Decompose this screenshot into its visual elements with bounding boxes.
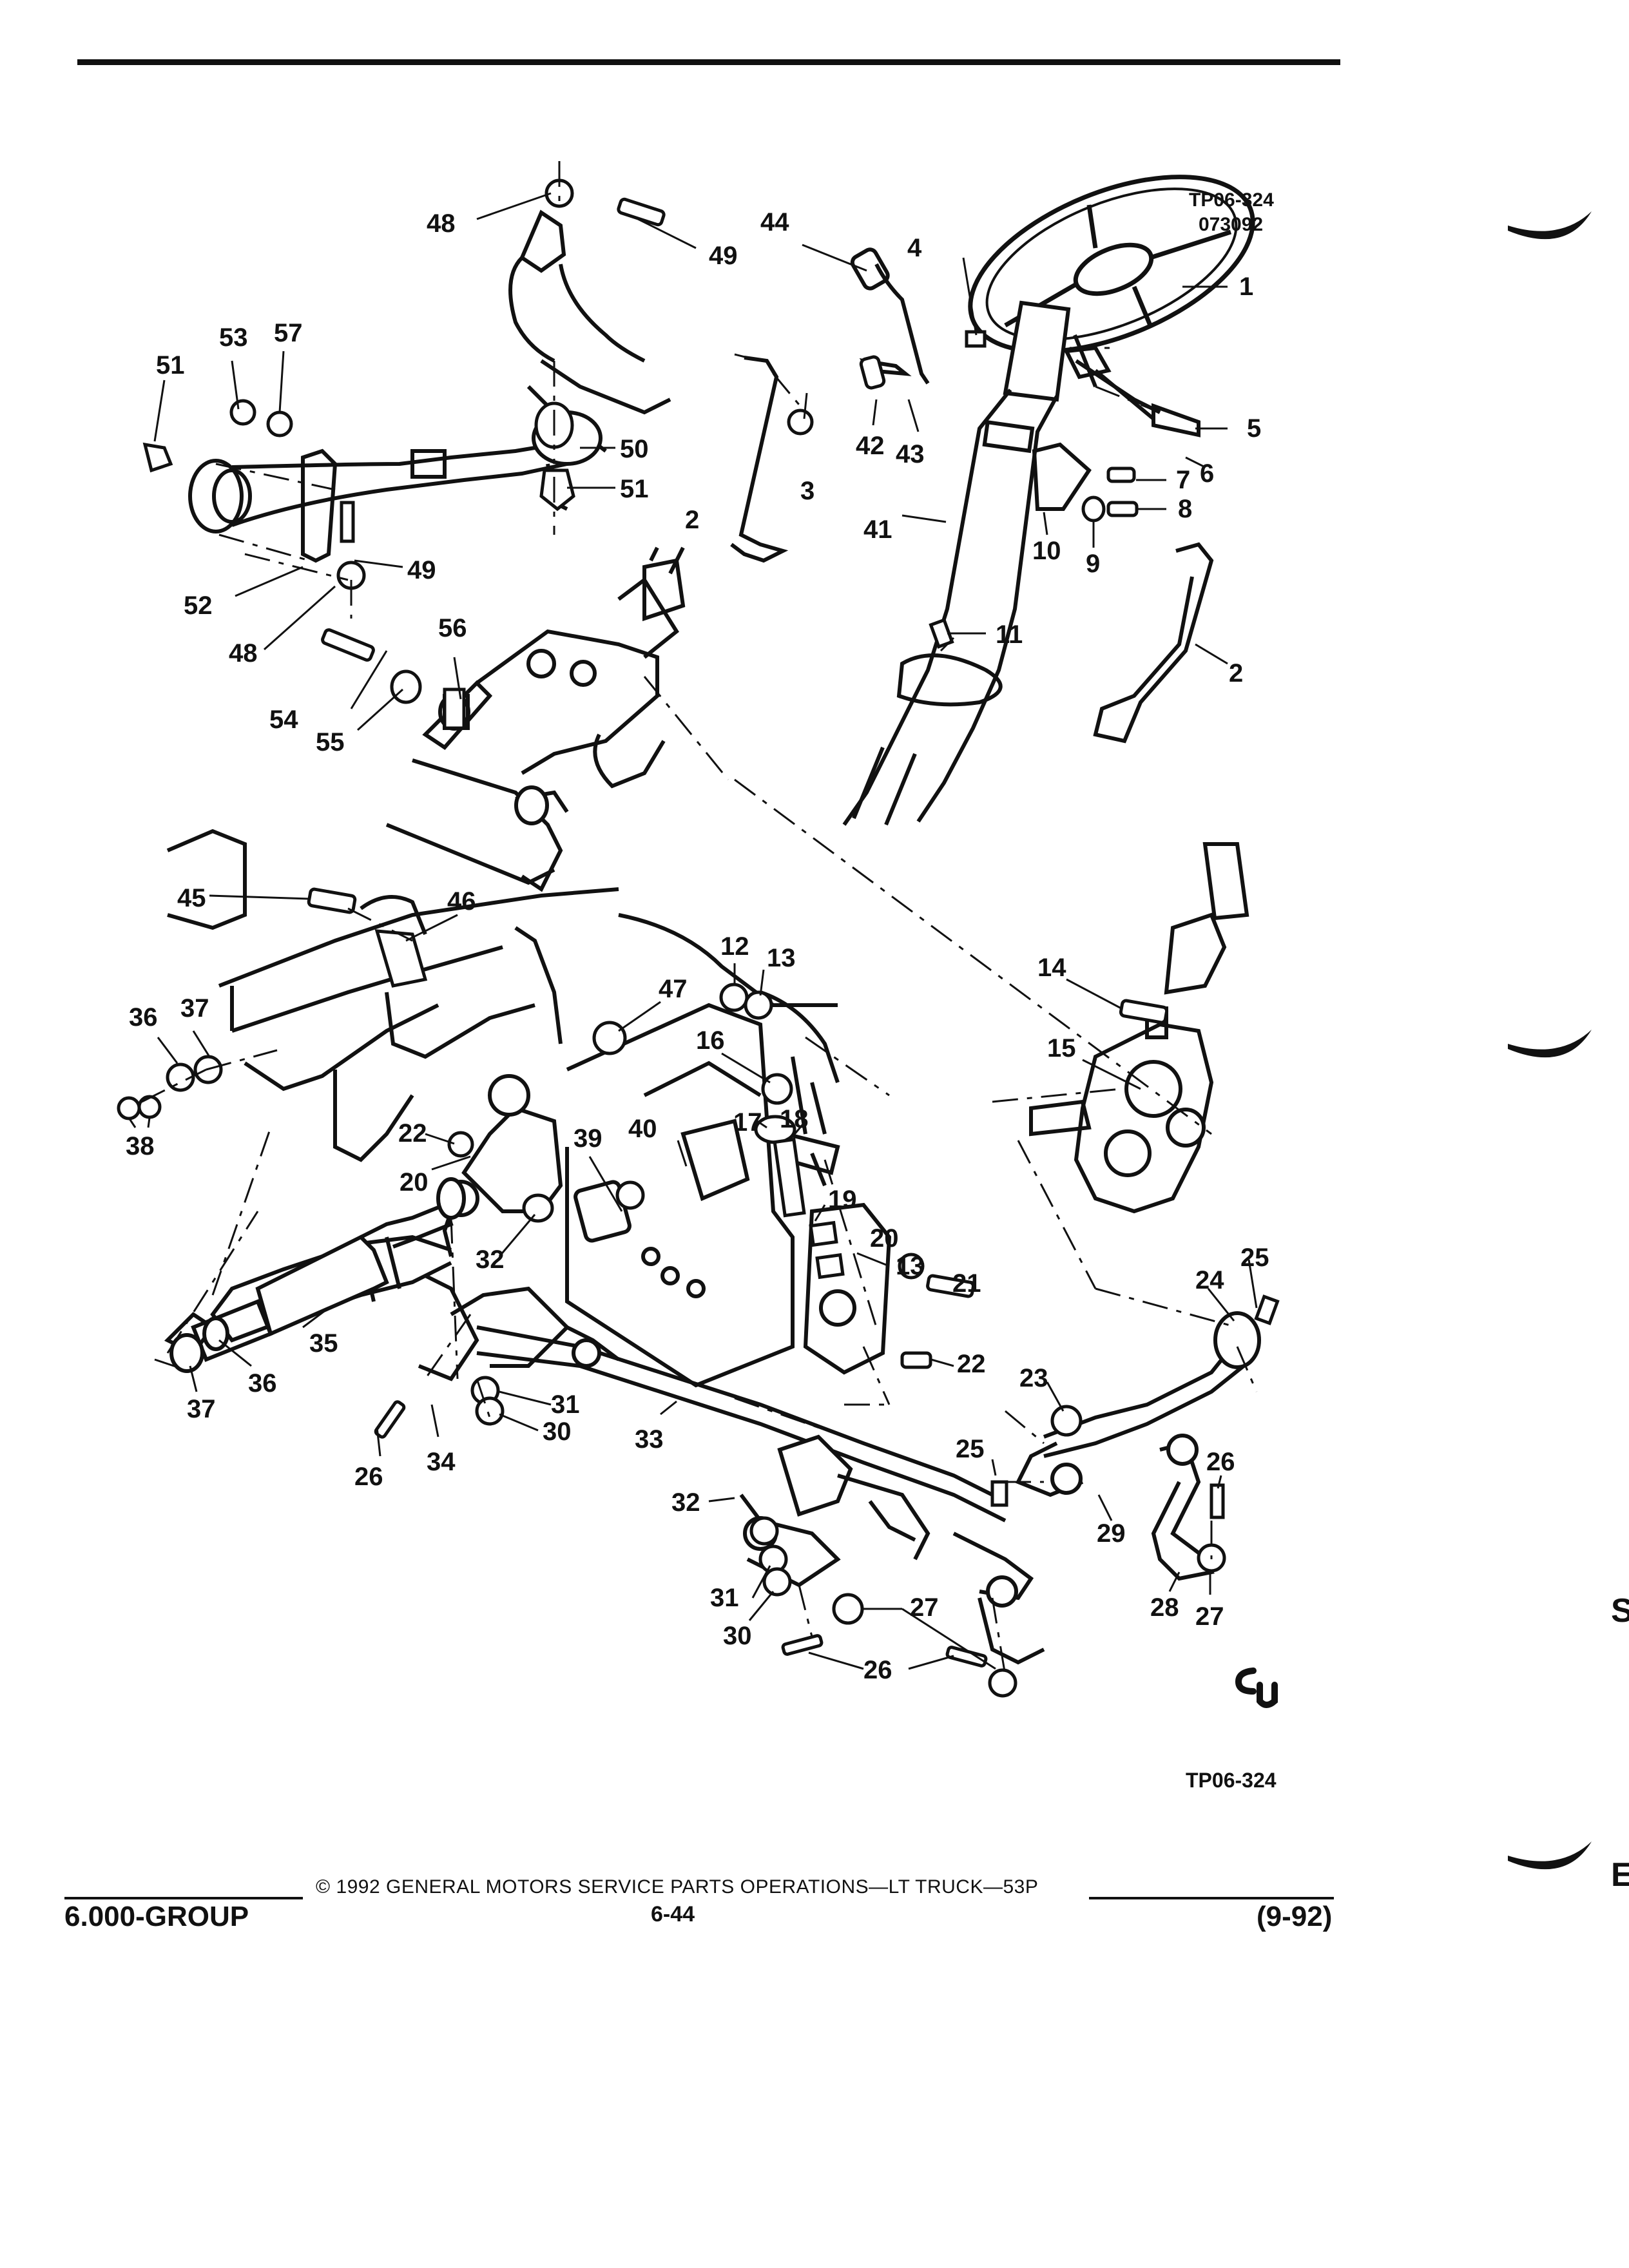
part-label: 20 xyxy=(400,1168,429,1196)
part-label: 19 xyxy=(828,1186,857,1214)
steering-gear-drawing xyxy=(1029,842,1249,1214)
part-label: 47 xyxy=(659,975,688,1003)
part-label: 51 xyxy=(620,475,649,503)
part-label: 8 xyxy=(1178,495,1192,523)
part-label: 21 xyxy=(952,1269,981,1298)
part-label: 53 xyxy=(219,323,248,352)
part-label: 27 xyxy=(1195,1602,1224,1631)
part-label: 3 xyxy=(800,477,815,505)
footer-page-number: 6-44 xyxy=(651,1902,695,1927)
part-label: 37 xyxy=(180,994,209,1023)
part-label: 29 xyxy=(1097,1519,1126,1548)
part-label: 32 xyxy=(671,1488,700,1517)
part-label: 5 xyxy=(1247,414,1261,443)
part-label: 26 xyxy=(1206,1448,1235,1476)
part-label: 13 xyxy=(896,1252,925,1280)
part-label: 42 xyxy=(856,432,885,460)
steering-damper-drawing xyxy=(169,1177,466,1373)
part-label: 23 xyxy=(1019,1364,1048,1392)
part-label: 2 xyxy=(685,506,699,534)
part-label: 26 xyxy=(863,1656,892,1684)
lower-linkage-drawing xyxy=(164,1056,1261,1665)
footer-copyright: © 1992 GENERAL MOTORS SERVICE PARTS OPER… xyxy=(316,1876,1039,1898)
part-label: 27 xyxy=(910,1593,939,1622)
part-label: 51 xyxy=(156,351,185,380)
steering-wheel-drawing xyxy=(968,175,1255,354)
part-label: 44 xyxy=(760,208,789,236)
part-label: 13 xyxy=(767,944,796,972)
part-label: 35 xyxy=(309,1329,338,1358)
part-label: 25 xyxy=(956,1435,985,1463)
part-label: 49 xyxy=(709,242,738,270)
part-label: 48 xyxy=(427,209,456,238)
part-label: 4 xyxy=(907,234,922,262)
header-rule xyxy=(77,59,1340,65)
column-brackets-drawing xyxy=(730,356,1214,744)
part-label: 36 xyxy=(129,1003,158,1032)
part-label: 11 xyxy=(996,620,1023,649)
part-label: 18 xyxy=(780,1105,809,1133)
binding-marks xyxy=(1508,211,1592,1870)
part-label: 30 xyxy=(543,1418,572,1446)
fasteners-drawing xyxy=(117,178,1280,1698)
leader-lines xyxy=(128,192,1258,1670)
part-label: 22 xyxy=(398,1119,427,1148)
part-label: 16 xyxy=(696,1026,725,1055)
part-label: 37 xyxy=(187,1395,216,1423)
footer-group: 6.000-GROUP xyxy=(64,1901,249,1932)
part-label: 41 xyxy=(863,515,892,544)
phantom-lines xyxy=(141,161,1258,1676)
part-label: 56 xyxy=(438,614,467,642)
part-label: 7 xyxy=(1176,466,1190,494)
cu-signature-mark xyxy=(1235,1667,1278,1708)
margin-letter-s: S xyxy=(1611,1592,1629,1629)
part-label: 24 xyxy=(1195,1266,1224,1294)
part-label: 49 xyxy=(407,556,436,584)
part-labels: 1 2 3 4 5 6 7 8 9 10 11 2 41 42 43 44 48… xyxy=(126,208,1269,1684)
part-label: 38 xyxy=(126,1132,155,1160)
part-label: 32 xyxy=(476,1245,505,1274)
margin-letter-e: E xyxy=(1611,1856,1629,1894)
part-label: 36 xyxy=(248,1369,277,1398)
part-label: 55 xyxy=(316,728,345,756)
footer-date: (9-92) xyxy=(1257,1901,1333,1932)
part-label: 6 xyxy=(1200,459,1214,488)
part-label: 40 xyxy=(628,1115,657,1143)
part-label: 2 xyxy=(1229,659,1243,687)
part-label: 45 xyxy=(177,884,206,912)
part-label: 48 xyxy=(229,639,258,668)
figure-date-code: 073092 xyxy=(1199,214,1263,235)
part-label: 20 xyxy=(870,1224,899,1253)
part-label: 28 xyxy=(1150,1593,1179,1622)
part-label: 12 xyxy=(720,932,749,961)
part-label: 10 xyxy=(1032,537,1061,565)
figure-code-bottom: TP06-324 xyxy=(1186,1769,1277,1792)
part-label: 50 xyxy=(620,435,649,463)
part-label: 15 xyxy=(1047,1034,1076,1062)
part-label: 22 xyxy=(957,1350,986,1378)
part-label: 14 xyxy=(1037,954,1066,982)
part-label: 9 xyxy=(1086,550,1100,578)
frame-bracket-drawing xyxy=(385,546,686,892)
upper-linkage-drawing xyxy=(188,209,671,563)
part-label: 1 xyxy=(1239,273,1253,301)
part-label: 46 xyxy=(447,887,476,916)
part-label: 57 xyxy=(274,319,303,347)
part-label: 25 xyxy=(1240,1244,1269,1272)
part-label: 30 xyxy=(723,1622,752,1650)
part-label: 33 xyxy=(635,1425,664,1454)
part-label: 17 xyxy=(733,1108,762,1137)
figure-code-top: TP06-324 xyxy=(1189,189,1274,211)
part-label: 52 xyxy=(184,591,213,620)
turn-signal-lever-drawing xyxy=(1073,334,1200,437)
frame-rail-drawing xyxy=(166,829,840,1388)
part-label: 43 xyxy=(896,440,925,468)
part-label: 39 xyxy=(574,1124,602,1153)
part-label: 54 xyxy=(269,706,298,734)
part-label: 26 xyxy=(354,1463,383,1491)
part-label: 31 xyxy=(551,1390,580,1419)
part-label: 34 xyxy=(427,1448,456,1476)
part-label: 31 xyxy=(710,1584,739,1612)
